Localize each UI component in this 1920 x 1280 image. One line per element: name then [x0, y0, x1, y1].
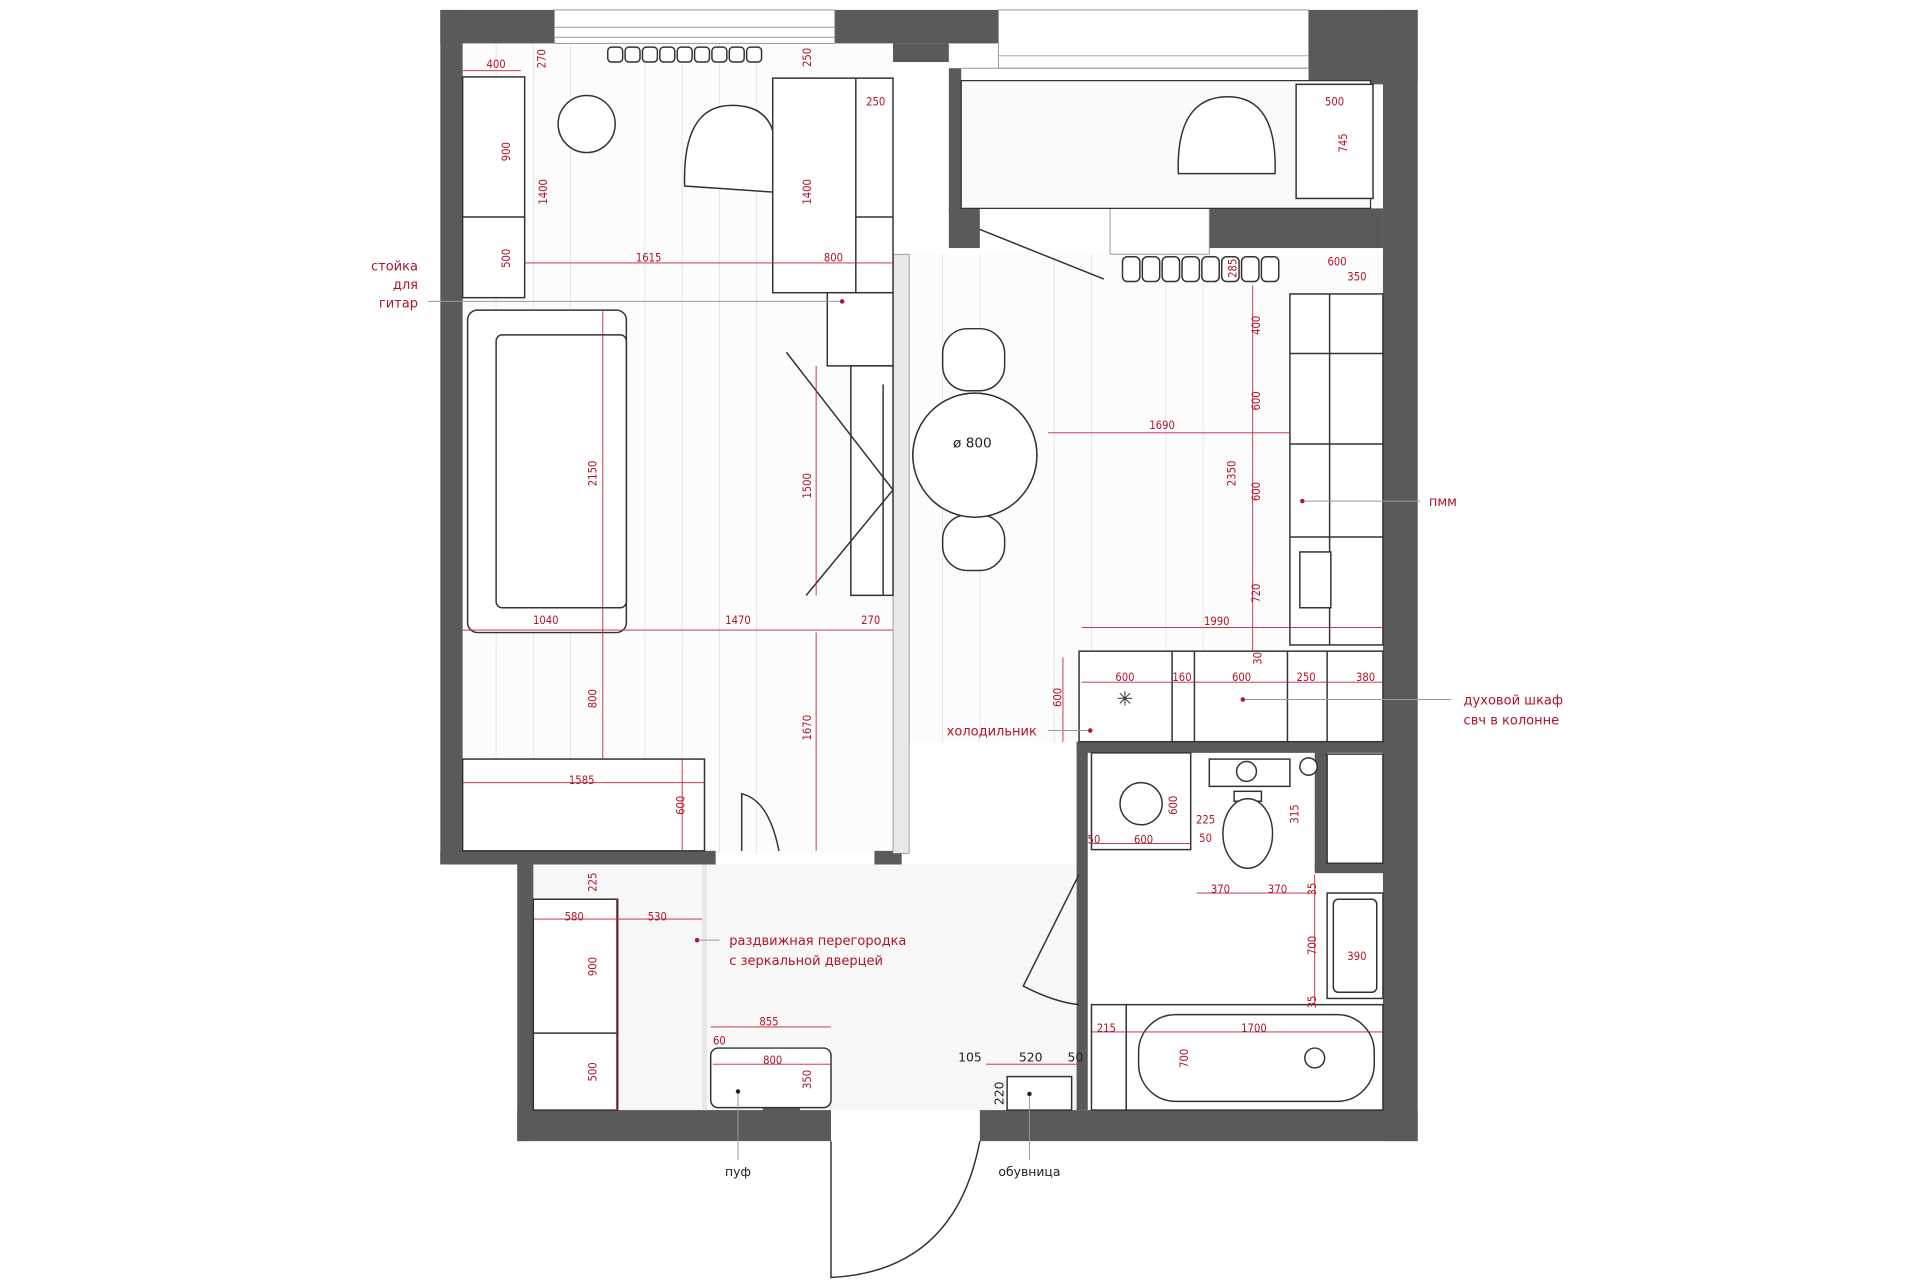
dim-label: 900	[500, 142, 513, 161]
dim-label: 225	[587, 873, 600, 892]
dim-label: 745	[1337, 133, 1350, 152]
dim-label: 1690	[1149, 419, 1175, 432]
dim-label: 400	[1250, 316, 1263, 335]
dim-label: 315	[1289, 804, 1302, 823]
dim-label: 1990	[1204, 615, 1230, 628]
dim-label: 800	[587, 689, 600, 708]
dim-label: 600	[1327, 255, 1346, 268]
dim-label: 1040	[533, 614, 559, 627]
dim-label: 60	[713, 1034, 726, 1047]
dim-label: 900	[587, 957, 600, 976]
dim-label: 580	[565, 910, 584, 923]
dim-label: 50	[1088, 833, 1101, 846]
dim-label: 855	[759, 1016, 778, 1029]
dimensions-hall: 225 580 530 900 855 60 800 350 500 105 5…	[565, 873, 1084, 1105]
svg-text:✳: ✳	[1117, 688, 1134, 711]
dimensions-living: 400 270 900 1400 500 1615 250 250 1400 8…	[487, 48, 886, 815]
radiator-kitchen	[1121, 256, 1280, 283]
bathroom-furniture	[1022, 752, 1384, 1111]
dim-label: 600	[1167, 796, 1180, 815]
dim-label: 215	[1097, 1022, 1116, 1035]
dim-label: 600	[1250, 391, 1263, 410]
dim-label: 220	[991, 1081, 1006, 1105]
dim-label: 160	[1172, 671, 1191, 684]
dim-label: 600	[1115, 671, 1134, 684]
dim-label: 30	[1251, 652, 1264, 665]
dim-label: 520	[1019, 1050, 1043, 1065]
dim-label: 600	[1052, 688, 1065, 707]
dim-label: 800	[763, 1054, 782, 1067]
oven-label: свч в колонне	[1464, 713, 1560, 728]
table-diameter-label: ø 800	[953, 436, 992, 452]
hall-furniture	[532, 898, 1073, 1279]
dim-label: 1615	[636, 252, 662, 265]
dim-label: 500	[1325, 95, 1344, 108]
dim-label: 250	[1296, 671, 1315, 684]
dim-label: 50	[1199, 832, 1212, 845]
dim-label: 35	[1306, 883, 1319, 896]
dimension-lines	[462, 70, 1383, 1111]
dim-label: 700	[1178, 1049, 1191, 1068]
living-room-furniture	[461, 76, 894, 852]
dim-label: 800	[824, 252, 843, 265]
dim-label: 285	[1227, 259, 1240, 278]
dim-label: 250	[801, 48, 814, 67]
shoe-cabinet-label: обувница	[998, 1164, 1060, 1179]
dim-label: 225	[1196, 814, 1215, 827]
dim-label: 500	[587, 1062, 600, 1081]
oven-label: духовой шкаф	[1464, 693, 1563, 708]
dim-label: 1670	[801, 715, 814, 741]
dim-label: 1400	[537, 179, 550, 205]
dim-label: 600	[1232, 671, 1251, 684]
sliding-partition-label: с зеркальной дверцей	[729, 954, 883, 969]
dishwasher-label: пмм	[1429, 495, 1457, 510]
annotations: стойка для гитар пмм холодильник духовой…	[371, 259, 1563, 1178]
guitar-stand-label: стойка	[371, 259, 418, 274]
dim-label: 250	[866, 95, 885, 108]
dim-label: 370	[1268, 883, 1287, 896]
dim-label: 105	[958, 1050, 982, 1065]
top-bathroom-furniture	[960, 80, 1374, 280]
dim-label: 50	[1067, 1050, 1083, 1065]
sliding-partition-label: раздвижная перегородка	[729, 934, 906, 949]
walls	[440, 9, 1418, 1142]
guitar-stand-label: для	[393, 278, 418, 293]
dim-label: 1700	[1241, 1022, 1267, 1035]
dim-label: 2150	[587, 461, 600, 487]
dimensions-kitchen: 285 600 350 400 600 1690 2350 600 720 19…	[953, 255, 1375, 707]
dim-label: 720	[1250, 584, 1263, 603]
dim-label: 350	[801, 1070, 814, 1089]
kitchen-furniture: ✳	[912, 293, 1384, 743]
dimensions-top-bathroom: 500 745	[1325, 95, 1350, 152]
dim-label: 530	[648, 910, 667, 923]
guitar-stand-label: гитар	[379, 297, 418, 312]
dim-label: 370	[1211, 883, 1230, 896]
dim-label: 600	[675, 796, 688, 815]
radiator-living	[607, 46, 763, 63]
dim-label: 2350	[1225, 461, 1238, 487]
dim-label: 270	[536, 49, 549, 68]
dim-label: 600	[1134, 833, 1153, 846]
dim-label: 700	[1306, 936, 1319, 955]
dim-label: 500	[500, 249, 513, 268]
pouf-label: пуф	[725, 1164, 751, 1179]
dim-label: 380	[1356, 671, 1375, 684]
dim-label: 35	[1306, 996, 1319, 1009]
fridge-label: холодильник	[947, 725, 1037, 740]
dim-label: 270	[861, 614, 880, 627]
dim-label: 1400	[801, 179, 814, 205]
dimensions-bathroom: 600 225 50 600 50 315 370 370 35 700 390…	[1088, 796, 1367, 1068]
dim-label: 350	[1347, 270, 1366, 283]
dim-label: 400	[487, 58, 506, 71]
dim-label: 1500	[801, 473, 814, 499]
dim-label: 600	[1250, 482, 1263, 501]
dim-label: 1470	[725, 614, 751, 627]
dim-label: 1585	[569, 774, 595, 787]
dim-label: 390	[1347, 950, 1366, 963]
